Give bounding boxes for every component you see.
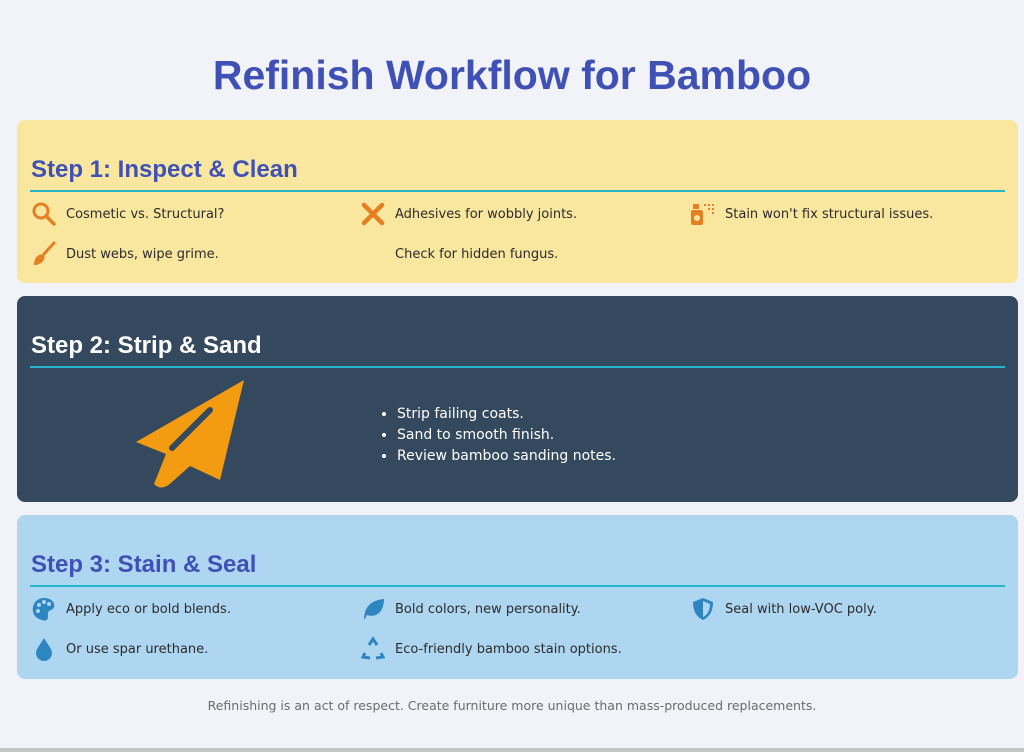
bottom-divider <box>0 748 1024 752</box>
paper-plane-icon <box>136 380 244 488</box>
list-item: Apply eco or bold blends. <box>30 595 359 623</box>
step-1-card: Step 1: Inspect & Clean Cosmetic vs. Str… <box>17 120 1018 283</box>
shield-icon <box>689 595 717 623</box>
step-3-card: Step 3: Stain & Seal Apply eco or bold b… <box>17 515 1018 679</box>
list-item: Sand to smooth finish. <box>397 425 616 446</box>
list-item: Check for hidden fungus. <box>395 246 559 262</box>
recycle-icon <box>359 635 387 663</box>
spray-bottle-icon <box>689 200 717 228</box>
list-item: Cosmetic vs. Structural? <box>30 200 359 228</box>
step-1-heading: Step 1: Inspect & Clean <box>30 120 1005 192</box>
page-title: Refinish Workflow for Bamboo <box>212 52 812 98</box>
list-item: Eco-friendly bamboo stain options. <box>359 635 689 663</box>
step-3-heading: Step 3: Stain & Seal <box>30 515 1005 587</box>
palette-icon <box>30 595 58 623</box>
droplet-icon <box>30 635 58 663</box>
footer-text: Refinishing is an act of respect. Create… <box>207 698 817 713</box>
list-item: Bold colors, new personality. <box>359 595 689 623</box>
brush-icon <box>30 240 58 268</box>
list-item: Seal with low-VOC poly. <box>689 595 1009 623</box>
list-item: Stain won't fix structural issues. <box>689 200 1009 228</box>
list-item: Strip failing coats. <box>397 404 616 425</box>
tools-icon <box>359 200 387 228</box>
search-icon <box>30 200 58 228</box>
list-item: Dust webs, wipe grime. <box>30 240 359 268</box>
step-2-list: Strip failing coats. Sand to smooth fini… <box>397 404 616 467</box>
step-2-heading: Step 2: Strip & Sand <box>30 296 1005 368</box>
list-item: Adhesives for wobbly joints. <box>359 200 689 228</box>
list-item: Review bamboo sanding notes. <box>397 446 616 467</box>
list-item: Or use spar urethane. <box>30 635 359 663</box>
step-2-card: Step 2: Strip & Sand Strip failing coats… <box>17 296 1018 502</box>
leaf-icon <box>359 595 387 623</box>
